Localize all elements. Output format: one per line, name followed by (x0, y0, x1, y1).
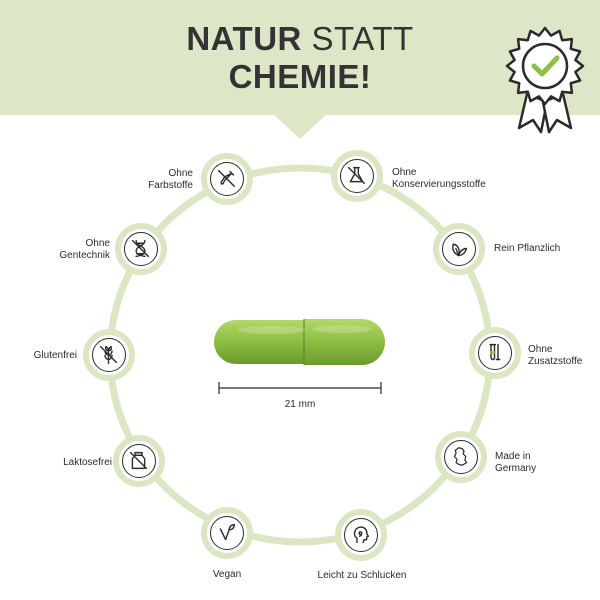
germany-map-icon (435, 431, 487, 483)
certified-checkmark-rosette-icon (505, 26, 585, 134)
feature-label-glutenfrei: Glutenfrei (33, 350, 77, 361)
no-dropper-icon (201, 153, 253, 205)
test-tube-icon (469, 327, 521, 379)
headline-line-2: CHEMIE! (228, 58, 372, 95)
feature-label-vegan: Vegan (212, 569, 242, 580)
feature-label-laktosefrei: Laktosefrei (63, 457, 112, 468)
leaves-icon (433, 223, 485, 275)
vegan-leaf-icon (201, 507, 253, 559)
headline-word-natur: NATUR (186, 20, 302, 57)
headline-word-statt: STATT (311, 20, 414, 57)
header-banner (0, 0, 600, 115)
banner-pointer (272, 113, 328, 139)
measurement-line (218, 382, 382, 394)
feature-label-pflanzlich: Rein Pflanzlich (494, 243, 561, 254)
feature-label-schlucken: Leicht zu Schlucken (317, 570, 407, 581)
no-dna-icon (115, 223, 167, 275)
measurement-label: 21 mm (284, 399, 316, 410)
green-capsule (214, 319, 385, 365)
headline-line-1: NATUR STATT (0, 20, 600, 58)
swallow-head-icon (335, 509, 387, 561)
no-milk-carton-icon (113, 435, 165, 487)
no-wheat-icon (83, 329, 135, 381)
no-flask-icon (331, 150, 383, 202)
